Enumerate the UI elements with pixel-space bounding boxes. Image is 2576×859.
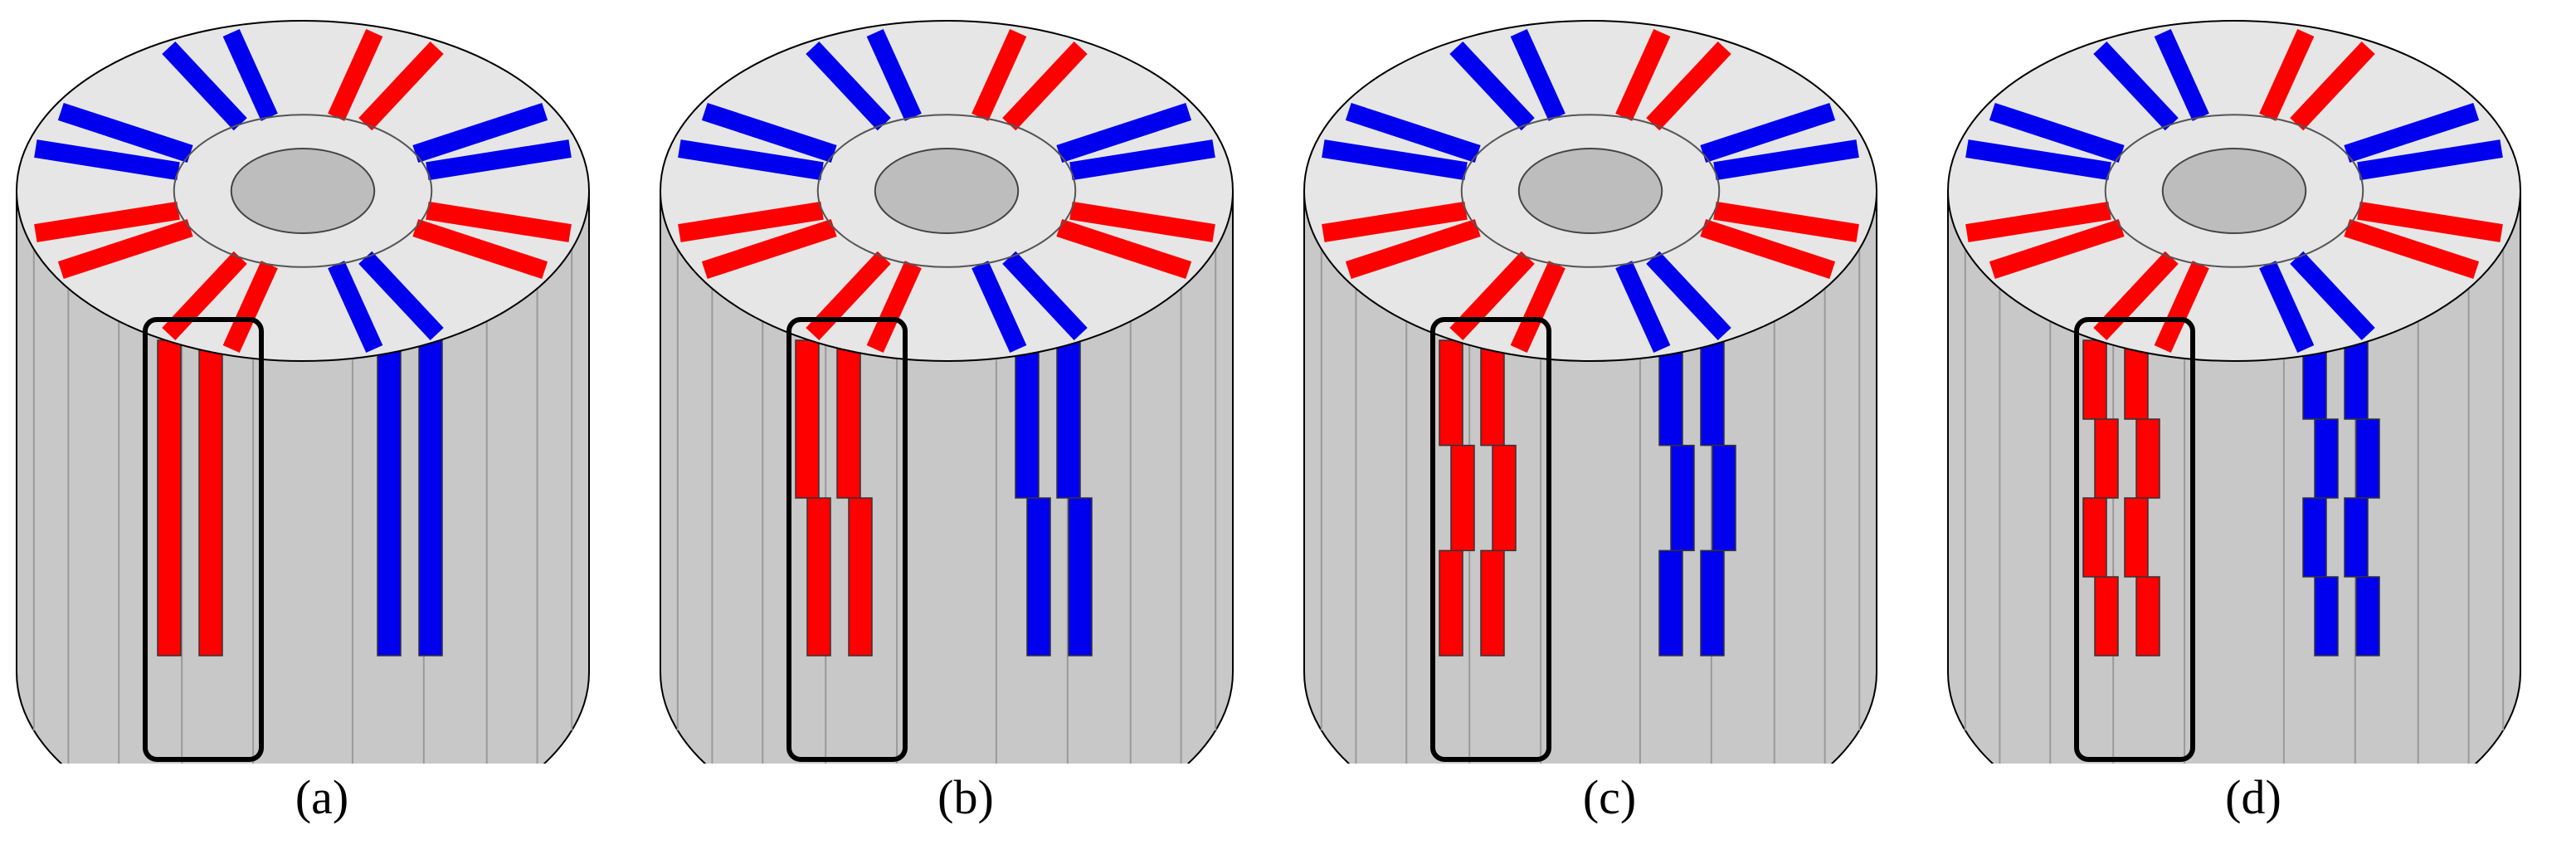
side-magnet-strips xyxy=(157,339,443,656)
side-magnet-strips xyxy=(1439,339,1736,656)
panel-label: (c) xyxy=(1582,770,1637,824)
panel-label: (a) xyxy=(295,770,349,824)
rotor-icon xyxy=(660,20,1234,764)
hub-ring xyxy=(1460,114,1721,268)
shaft-hole xyxy=(1517,148,1663,234)
panel-label: (d) xyxy=(2225,770,2281,824)
side-magnet-strips xyxy=(2082,339,2380,656)
top-magnet-pairs xyxy=(34,28,572,354)
highlight-box-icon xyxy=(2074,317,2195,762)
shaft-hole xyxy=(230,148,376,234)
rotor-icon xyxy=(16,20,590,764)
hub-ring xyxy=(2104,114,2364,268)
panel-label: (b) xyxy=(937,770,994,824)
highlight-box-icon xyxy=(1430,317,1551,762)
panel-b: (b) xyxy=(644,0,1288,859)
panel-c: (c) xyxy=(1288,0,1931,859)
hub-ring xyxy=(173,114,433,268)
highlight-box-icon xyxy=(143,317,264,762)
rotor-icon xyxy=(1947,20,2521,764)
rotor-icon xyxy=(1303,20,1877,764)
hub-ring xyxy=(816,114,1077,268)
highlight-box-icon xyxy=(786,317,908,762)
panel-a: (a) xyxy=(0,0,644,859)
top-magnet-pairs xyxy=(1322,28,1859,354)
shaft-hole xyxy=(874,148,1020,234)
top-magnet-pairs xyxy=(678,28,1215,354)
shaft-hole xyxy=(2161,148,2307,234)
side-magnet-strips xyxy=(795,339,1093,656)
panel-d: (d) xyxy=(1931,0,2575,859)
top-magnet-pairs xyxy=(1965,28,2503,354)
